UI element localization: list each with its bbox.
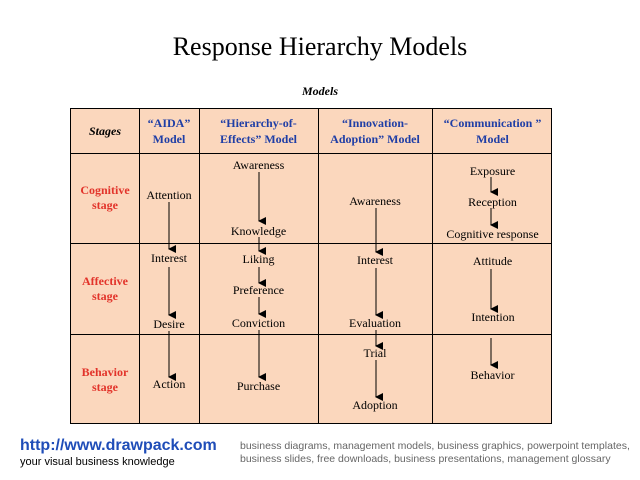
- row-divider: [71, 334, 551, 335]
- ia-adoption: Adoption: [352, 398, 398, 412]
- ia-trial: Trial: [363, 346, 387, 360]
- aida-interest: Interest: [151, 251, 187, 265]
- hierarchy-of-effects-header: “Hierarchy-of-Effects” Model: [220, 116, 297, 146]
- page-title: Response Hierarchy Models: [172, 32, 468, 61]
- drawpack-link[interactable]: http://www.drawpack.com: [20, 437, 217, 454]
- ia-awareness: Awareness: [349, 194, 401, 208]
- comm-exposure: Exposure: [469, 164, 516, 178]
- hoe-knowledge: Knowledge: [230, 224, 287, 238]
- aida-attention: Attention: [146, 188, 192, 202]
- ia-evaluation: Evaluation: [349, 316, 401, 330]
- hoe-awareness: Awareness: [232, 158, 285, 172]
- flow-arrows: [168, 172, 498, 401]
- comm-reception: Reception: [468, 195, 517, 209]
- stages-header: Stages: [88, 124, 121, 138]
- column-divider: [432, 109, 433, 423]
- footer-description: business diagrams, management models, bu…: [240, 440, 630, 465]
- stage-affective: Affective stage: [82, 273, 128, 303]
- hoe-purchase: Purchase: [236, 379, 281, 393]
- aida-model-header: “AIDA” Model: [147, 116, 191, 146]
- aida-action: Action: [152, 377, 186, 391]
- row-divider: [71, 243, 551, 244]
- models-label: Models: [302, 84, 338, 98]
- hoe-liking: Liking: [242, 252, 275, 266]
- stage-behavior: Behavior stage: [81, 364, 129, 394]
- hoe-conviction: Conviction: [231, 316, 286, 330]
- column-divider: [318, 109, 319, 423]
- comm-attitude: Attitude: [472, 254, 513, 268]
- tagline: your visual business knowledge: [20, 456, 175, 468]
- comm-intention: Intention: [471, 310, 515, 324]
- comm-behavior: Behavior: [470, 368, 515, 382]
- aida-desire: Desire: [153, 317, 185, 331]
- column-divider: [139, 109, 140, 423]
- communication-model-header: “Communication ” Model: [443, 116, 542, 146]
- stage-cognitive: Cognitive stage: [80, 183, 130, 212]
- comm-cognitive-response: Cognitive response: [446, 227, 539, 241]
- hoe-preference: Preference: [232, 283, 285, 297]
- row-divider: [71, 153, 551, 154]
- ia-interest: Interest: [357, 253, 393, 267]
- column-divider: [199, 109, 200, 423]
- innovation-adoption-header: “Innovation-Adoption” Model: [330, 116, 420, 146]
- response-hierarchy-table: Stages “AIDA” Model “Hierarchy-of-Effect…: [70, 108, 552, 424]
